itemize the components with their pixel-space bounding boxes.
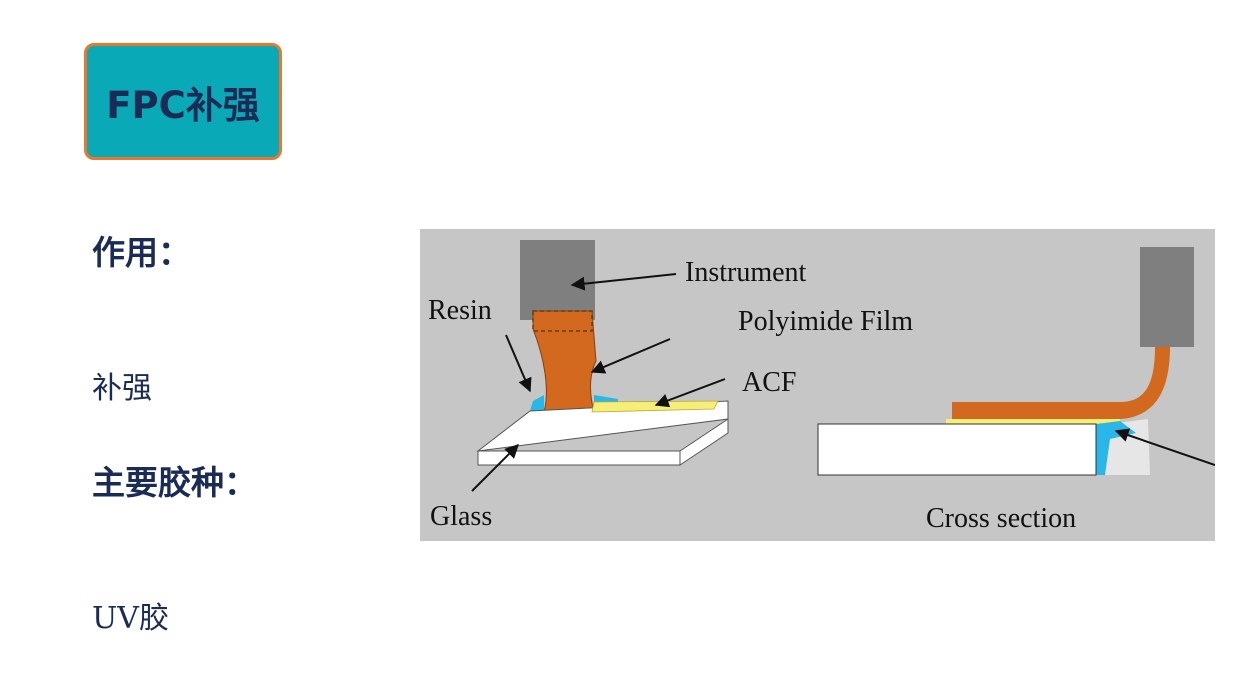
glass-side [679, 418, 729, 466]
arrow-resin-cross [1114, 428, 1216, 466]
resin-left [530, 395, 544, 411]
heading-adhesive-type: 主要胶种： [92, 463, 257, 502]
acf-cross [946, 419, 1120, 424]
heading-function: 作用： [92, 233, 191, 272]
label-resin: Resin [428, 295, 492, 326]
arrow-polyimide [590, 338, 671, 374]
diagram-svg: Instrument Resin Polyimide Film ACF Glas… [420, 229, 1216, 541]
fpc-reinforcement-diagram: Instrument Resin Polyimide Film ACF Glas… [420, 229, 1216, 541]
instrument-block-cross [1140, 247, 1194, 347]
instrument-block [520, 240, 595, 320]
film-dashed-outline [532, 310, 593, 332]
label-glass: Glass [430, 501, 492, 532]
arrow-instrument [570, 273, 677, 291]
polyimide-film-cross [952, 347, 1170, 419]
arrow-glass [471, 444, 519, 492]
label-instrument: Instrument [685, 257, 807, 288]
arrow-acf [654, 378, 726, 408]
label-cross-section: Cross section [926, 503, 1076, 534]
body-function: 补强 [92, 371, 152, 406]
label-acf: ACF [742, 367, 796, 398]
title-box: FPC补强 [84, 43, 282, 160]
body-adhesive-type: UV胶 [92, 601, 169, 636]
label-polyimide-film: Polyimide Film [738, 306, 913, 337]
glass-front [477, 450, 681, 466]
slide-title: FPC补强 [106, 83, 260, 127]
arrow-resin [505, 334, 532, 393]
glass-cross [817, 423, 1097, 476]
